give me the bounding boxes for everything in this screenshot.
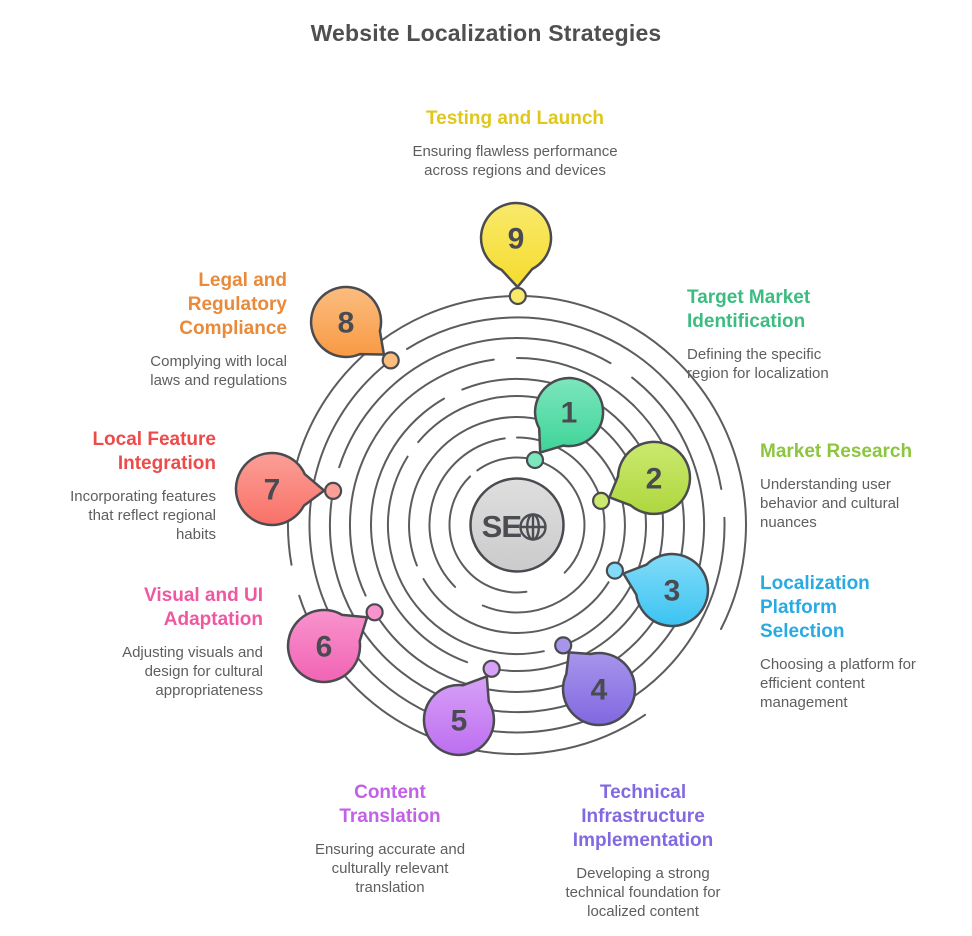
label-block-1: Target Market Identification Defining th… — [687, 286, 845, 383]
dot-8 — [381, 351, 400, 370]
label-block-2: Market Research Understanding user behav… — [760, 440, 932, 532]
item-desc: Ensuring accurate and culturally relevan… — [314, 841, 466, 896]
bubble-3-number: 3 — [664, 575, 681, 608]
bubble-2: 2 — [608, 440, 692, 516]
dot-9 — [508, 286, 527, 306]
bubble-4-number: 4 — [591, 674, 608, 707]
label-block-6: Visual and UI Adaptation Adjusting visua… — [93, 584, 263, 700]
item-heading: Target Market Identification — [687, 287, 811, 332]
dot-2 — [591, 491, 611, 510]
bubble-1: 1 — [533, 376, 605, 454]
bubble-7: 7 — [234, 451, 326, 527]
ring-3 — [408, 416, 626, 634]
item-desc: Ensuring flawless performance across reg… — [412, 143, 618, 179]
bubble-7-number: 7 — [264, 474, 281, 507]
item-heading: Market Research — [760, 441, 913, 462]
bubble-6: 6 — [286, 608, 369, 684]
bubble-6-number: 6 — [316, 631, 333, 664]
item-desc: Adjusting visuals and design for cultura… — [122, 644, 263, 699]
page-title: Website Localization Strategies — [310, 20, 662, 46]
label-block-3: Localization Platform Selection Choosing… — [760, 572, 935, 712]
label-block-9: Testing and Launch Ensuring flawless per… — [400, 107, 630, 180]
item-heading: Legal and Regulatory Compliance — [179, 270, 287, 339]
item-desc: Developing a strong technical foundation… — [565, 865, 721, 920]
label-block-4: Technical Infrastructure Implementation … — [548, 781, 738, 921]
dot-7 — [324, 481, 343, 500]
ring-2 — [428, 436, 606, 614]
item-desc: Incorporating features that reflect regi… — [70, 488, 216, 543]
item-heading: Content Translation — [339, 782, 441, 827]
item-desc: Complying with local laws and regulation… — [150, 353, 287, 389]
label-block-8: Legal and Regulatory Compliance Complyin… — [137, 269, 287, 390]
item-heading: Technical Infrastructure Implementation — [572, 782, 714, 851]
bubble-3: 3 — [622, 552, 710, 628]
label-block-5: Content Translation Ensuring accurate an… — [305, 781, 475, 897]
item-heading: Testing and Launch — [425, 108, 605, 129]
center-label: SE — [482, 509, 522, 544]
bubble-8-number: 8 — [338, 307, 355, 340]
dot-1 — [525, 450, 545, 470]
bubble-9: 9 — [479, 201, 553, 289]
item-heading: Local Feature Integration — [92, 429, 216, 474]
bubble-9-number: 9 — [508, 223, 525, 256]
bubble-8: 8 — [309, 285, 386, 359]
item-desc: Understanding user behavior and cultural… — [760, 476, 900, 531]
item-desc: Choosing a platform for efficient conten… — [760, 656, 916, 711]
dot-5 — [482, 659, 501, 678]
item-heading: Localization Platform Selection — [760, 573, 870, 642]
bubble-4: 4 — [561, 651, 637, 727]
ring-8 — [308, 316, 726, 734]
bubble-1-number: 1 — [561, 397, 578, 430]
dot-6 — [365, 603, 384, 622]
dot-4 — [554, 636, 573, 655]
dot-3 — [605, 561, 625, 580]
ring-1 — [448, 456, 586, 594]
bubble-2-number: 2 — [646, 463, 663, 496]
item-heading: Visual and UI Adaptation — [144, 585, 263, 630]
item-desc: Defining the specific region for localiz… — [687, 346, 829, 382]
bubble-5: 5 — [422, 675, 496, 757]
bubble-5-number: 5 — [451, 705, 468, 738]
center-seo-badge: SE — [469, 477, 565, 573]
label-block-7: Local Feature Integration Incorporating … — [56, 428, 216, 544]
globe-icon — [519, 513, 547, 541]
